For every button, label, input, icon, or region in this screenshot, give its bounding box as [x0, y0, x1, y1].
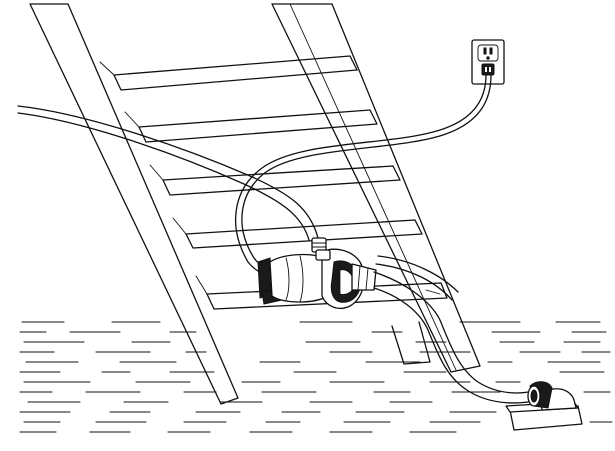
transfer-pump [257, 248, 377, 310]
tread-1 [113, 55, 358, 91]
staircase [29, 3, 481, 405]
suction-strainer [505, 381, 583, 431]
outlet-hose [373, 255, 539, 404]
tread-3 [162, 165, 401, 196]
wall-outlet [471, 39, 505, 85]
right-stringer [271, 3, 481, 373]
power-plug [481, 63, 495, 76]
pump-motor [269, 253, 329, 303]
power-cord [235, 74, 492, 276]
right-stringer-edge [289, 3, 457, 371]
tread-4 [185, 219, 423, 249]
outlet-plate [471, 39, 505, 85]
left-stringer [29, 3, 239, 405]
stair-foot-post [391, 321, 431, 365]
tread-2 [138, 109, 378, 143]
inlet-hose [17, 105, 327, 253]
flood-water [19, 321, 613, 433]
